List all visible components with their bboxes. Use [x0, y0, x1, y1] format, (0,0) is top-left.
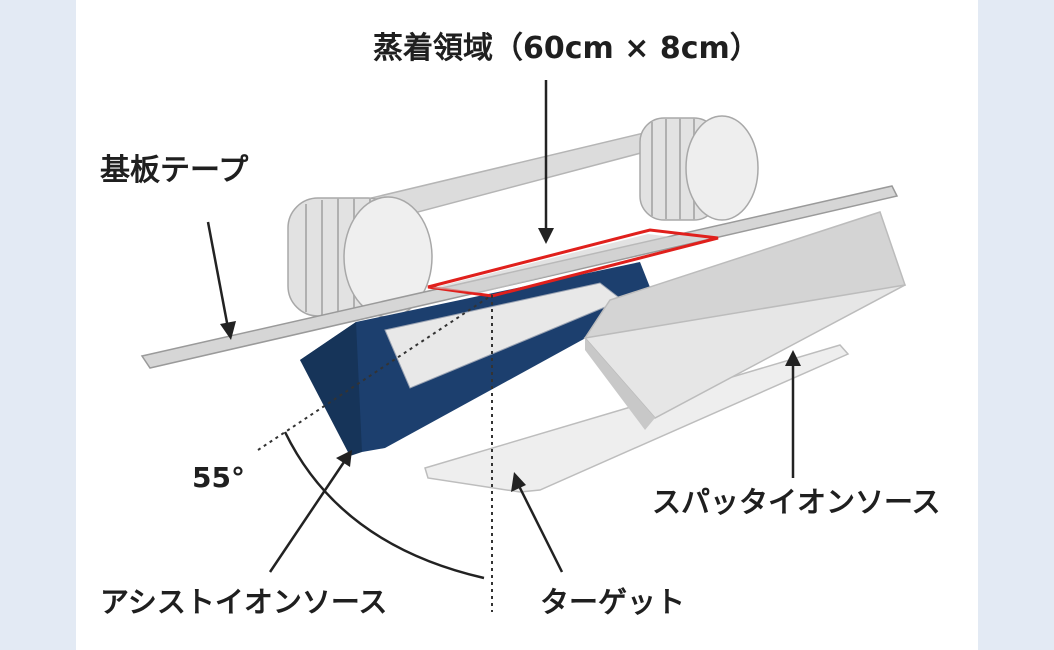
target-label: ターゲット: [540, 585, 686, 619]
angle-label: 55°: [192, 461, 245, 494]
angle-arc: [283, 431, 485, 580]
sputter-ion-source-label: スパッタイオンソース: [652, 485, 941, 519]
assist-ion-source: [300, 262, 655, 456]
ion-beam-line: [257, 294, 493, 451]
substrate-tape-label: 基板テープ: [100, 153, 249, 188]
arrows: [206, 80, 801, 573]
deposition-area-label: 蒸着領域（60cm × 8cm）: [373, 31, 760, 66]
right-roller: [639, 115, 759, 221]
sputter-ion-source: [583, 211, 907, 430]
assist-ion-source-label: アシストイオンソース: [100, 585, 388, 619]
deposition-area: [427, 228, 719, 298]
